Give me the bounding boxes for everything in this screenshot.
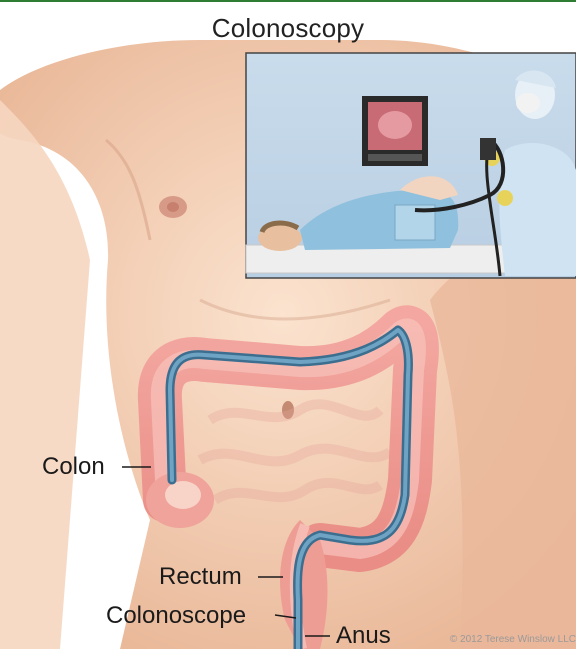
anus-label: Anus <box>336 622 391 649</box>
copyright-notice: © 2012 Terese Winslow LLC <box>450 634 576 645</box>
page-title: Colonoscopy <box>0 13 576 44</box>
procedure-inset <box>246 53 576 278</box>
colon-label: Colon <box>42 453 105 481</box>
colonoscope-label: Colonoscope <box>106 602 246 630</box>
rectum-label: Rectum <box>159 563 242 591</box>
monitor <box>362 96 428 166</box>
